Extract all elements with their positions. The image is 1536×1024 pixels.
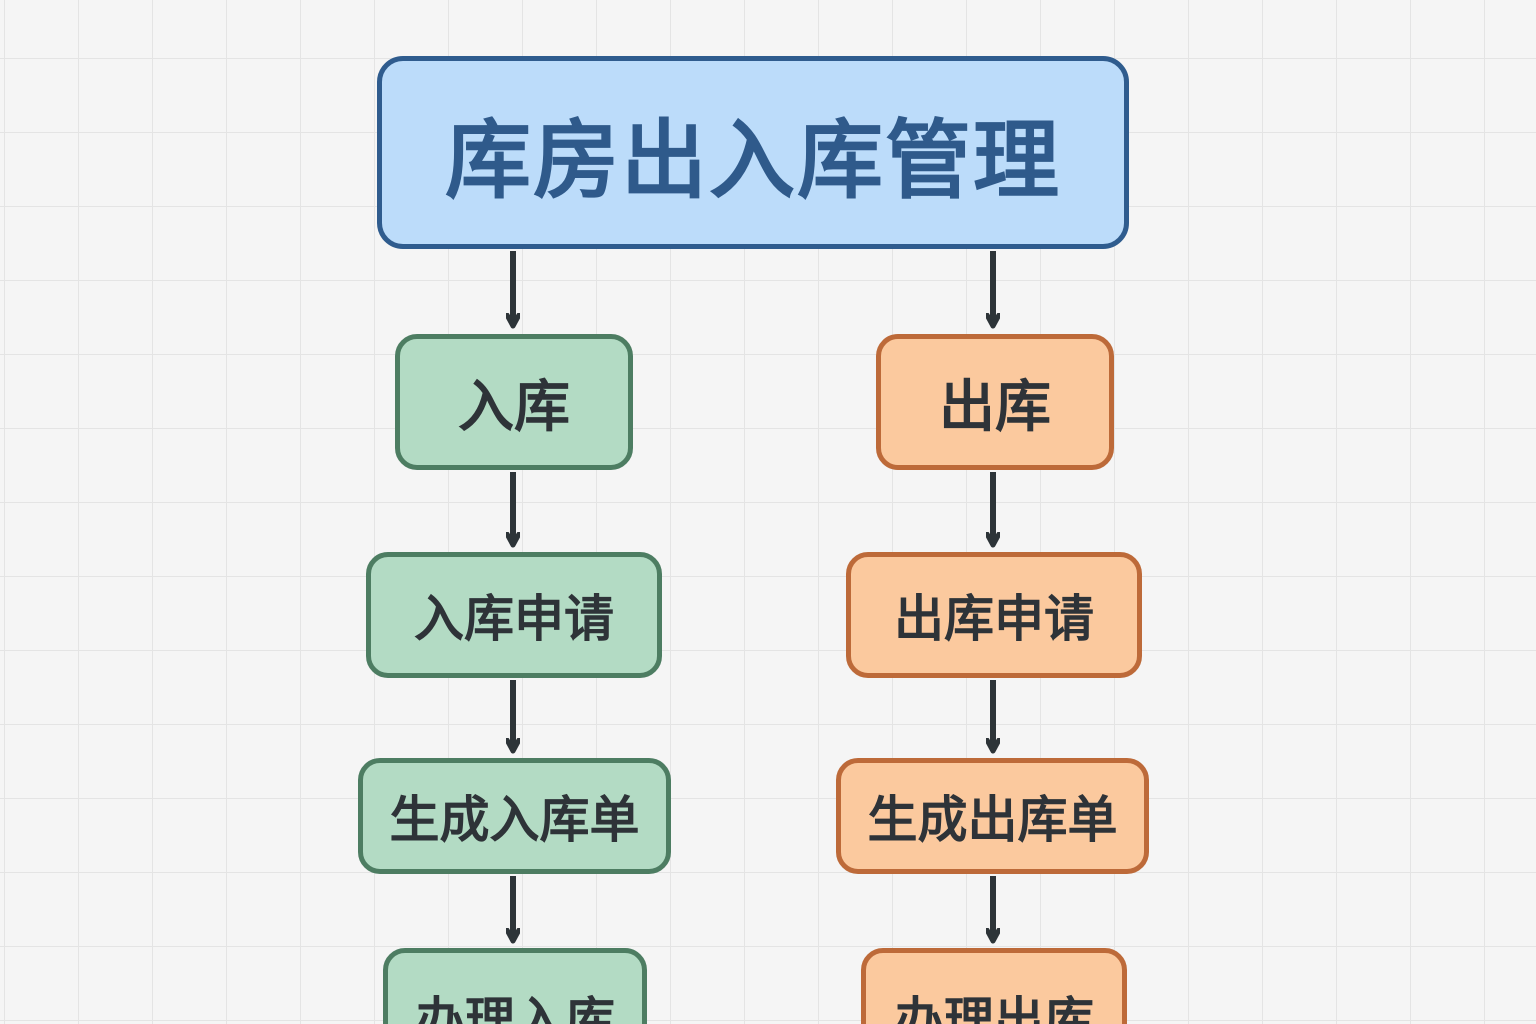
- inbound-node: 入库: [395, 334, 633, 470]
- title-node: 库房出入库管理: [377, 56, 1129, 249]
- outbound-node: 出库: [876, 334, 1114, 470]
- inbound-process-node: 办理入库: [383, 948, 647, 1024]
- inbound-generate-order-node: 生成入库单: [358, 758, 671, 874]
- outbound-generate-order-node: 生成出库单: [836, 758, 1149, 874]
- inbound-apply-node: 入库申请: [366, 552, 662, 678]
- outbound-process-node: 办理出库: [861, 948, 1127, 1024]
- outbound-apply-node: 出库申请: [846, 552, 1142, 678]
